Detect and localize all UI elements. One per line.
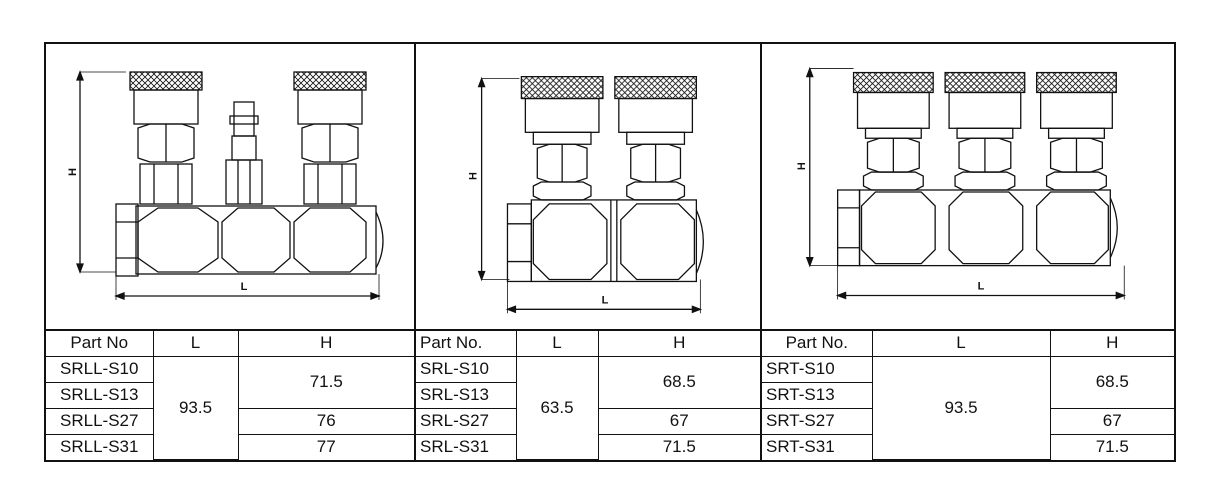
svg-text:H: H <box>67 168 79 176</box>
h-value: 71.5 <box>237 355 414 409</box>
part-number: SRLL-S13 <box>46 381 153 409</box>
srl-spec-table: Part No. L H SRL-S10 63.5 68.5 SRL-S13 S… <box>416 328 760 461</box>
part-number: SRL-S13 <box>416 381 516 409</box>
svg-text:H: H <box>796 162 808 170</box>
srt-spec-table: Part No. L H SRT-S10 93.5 68.5 SRT-S13 S… <box>762 328 1174 461</box>
part-number: SRT-S27 <box>762 407 873 435</box>
height-dimension: H <box>67 70 126 274</box>
l-value: 63.5 <box>515 355 599 460</box>
height-dimension: H <box>468 76 520 282</box>
header-part-no: Part No. <box>762 329 873 357</box>
h-value: 76 <box>237 407 414 435</box>
part-number: SRLL-S27 <box>46 407 154 435</box>
svg-text:L: L <box>241 281 248 293</box>
length-dimension: L <box>835 265 1127 300</box>
header-h: H <box>237 329 414 357</box>
spec-sheet: H L <box>44 42 1176 462</box>
part-number: SRT-S10 <box>762 355 873 383</box>
part-number: SRL-S31 <box>416 433 517 460</box>
part-number: SRT-S13 <box>762 381 872 409</box>
header-h: H <box>1049 329 1174 357</box>
panel-srll: H L <box>46 44 414 460</box>
srll-drawing: H L <box>46 44 414 332</box>
height-dimension: H <box>796 66 854 268</box>
srl-drawing: H L <box>416 44 760 332</box>
h-value: 67 <box>1049 407 1174 435</box>
part-number: SRLL-S10 <box>46 355 154 383</box>
length-dimension: L <box>505 279 703 314</box>
part-number: SRL-S27 <box>416 407 517 435</box>
header-part-no: Part No <box>46 329 154 357</box>
part-number: SRLL-S31 <box>46 433 154 460</box>
header-l: L <box>871 329 1051 357</box>
length-dimension: L <box>114 274 381 300</box>
h-value: 68.5 <box>597 355 760 409</box>
l-value: 93.5 <box>871 355 1051 460</box>
header-part-no: Part No. <box>416 329 517 357</box>
panel-srl: H L <box>414 44 760 460</box>
srll-spec-table: Part No L H SRLL-S10 93.5 71.5 SRLL-S13 … <box>46 328 414 461</box>
h-value: 67 <box>597 407 760 435</box>
l-value: 93.5 <box>152 355 239 460</box>
h-value: 77 <box>237 433 414 460</box>
h-value: 71.5 <box>1049 433 1174 460</box>
header-l: L <box>515 329 599 357</box>
svg-text:L: L <box>978 281 985 293</box>
svg-text:H: H <box>468 172 480 180</box>
srt-drawing: H L <box>762 44 1174 332</box>
header-l: L <box>152 329 239 357</box>
part-number: SRT-S31 <box>762 433 873 460</box>
h-value: 71.5 <box>597 433 760 460</box>
svg-text:L: L <box>602 294 609 306</box>
header-h: H <box>597 329 760 357</box>
panel-srt: H L <box>760 44 1174 460</box>
h-value: 68.5 <box>1049 355 1174 409</box>
part-number: SRL-S10 <box>416 355 517 383</box>
